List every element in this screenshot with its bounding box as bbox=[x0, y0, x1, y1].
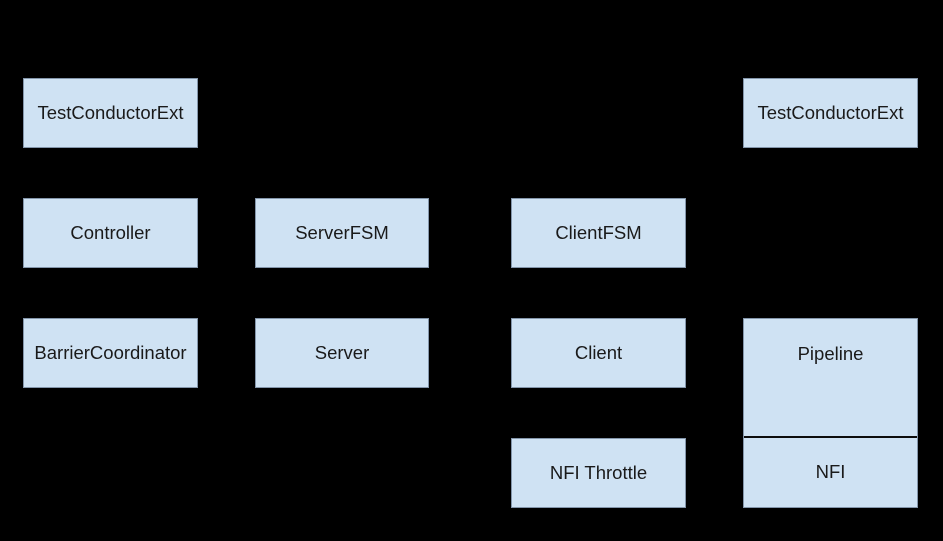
node-pipeline-nfi-group: Pipeline NFI bbox=[743, 318, 918, 508]
node-label: Server bbox=[314, 341, 370, 363]
node-label: Client bbox=[574, 341, 623, 363]
node-label: TestConductorExt bbox=[37, 101, 184, 123]
node-client: Client bbox=[511, 318, 686, 388]
node-label: Controller bbox=[70, 221, 151, 243]
pipeline-label-strip: Pipeline bbox=[798, 319, 864, 389]
node-label: BarrierCoordinator bbox=[34, 341, 187, 363]
node-testconductorext-left: TestConductorExt bbox=[23, 78, 198, 148]
node-barriercoordinator: BarrierCoordinator bbox=[23, 318, 198, 388]
node-testconductorext-right: TestConductorExt bbox=[743, 78, 918, 148]
node-label: ServerFSM bbox=[295, 221, 389, 243]
node-label: Pipeline bbox=[797, 342, 864, 364]
node-controller: Controller bbox=[23, 198, 198, 268]
node-nfi: NFI bbox=[744, 438, 917, 507]
node-nfi-throttle: NFI Throttle bbox=[511, 438, 686, 508]
node-label: TestConductorExt bbox=[757, 101, 904, 123]
node-clientfsm: ClientFSM bbox=[511, 198, 686, 268]
node-label: ClientFSM bbox=[555, 221, 642, 243]
node-label: NFI bbox=[815, 461, 846, 483]
pipeline-nfi-divider bbox=[744, 436, 917, 438]
node-pipeline: Pipeline bbox=[744, 319, 917, 436]
node-serverfsm: ServerFSM bbox=[255, 198, 429, 268]
node-server: Server bbox=[255, 318, 429, 388]
node-label: NFI Throttle bbox=[549, 461, 648, 483]
